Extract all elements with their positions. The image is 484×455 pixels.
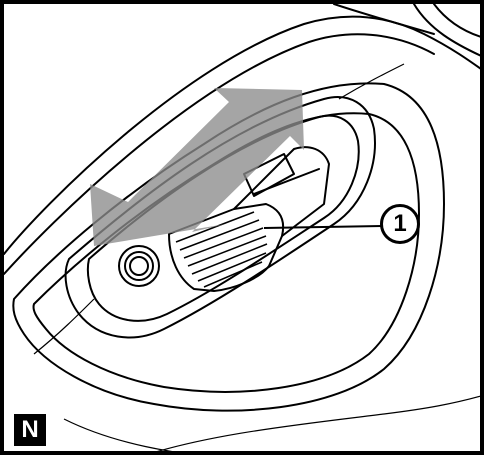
- slide-switch-icon: [168, 203, 285, 292]
- callout-leader-line: [263, 225, 383, 229]
- device-illustration: [4, 4, 480, 451]
- device-body-outline: [4, 15, 480, 255]
- round-button-icon: [118, 245, 160, 287]
- device-top-arc-2: [433, 4, 480, 38]
- callout-1: 1: [380, 204, 420, 244]
- device-body-edge: [4, 33, 435, 275]
- device-top-arc: [413, 4, 480, 57]
- view-badge: N: [14, 414, 46, 446]
- device-top-ridge: [333, 4, 435, 35]
- double-headed-arrow-icon: [90, 88, 304, 246]
